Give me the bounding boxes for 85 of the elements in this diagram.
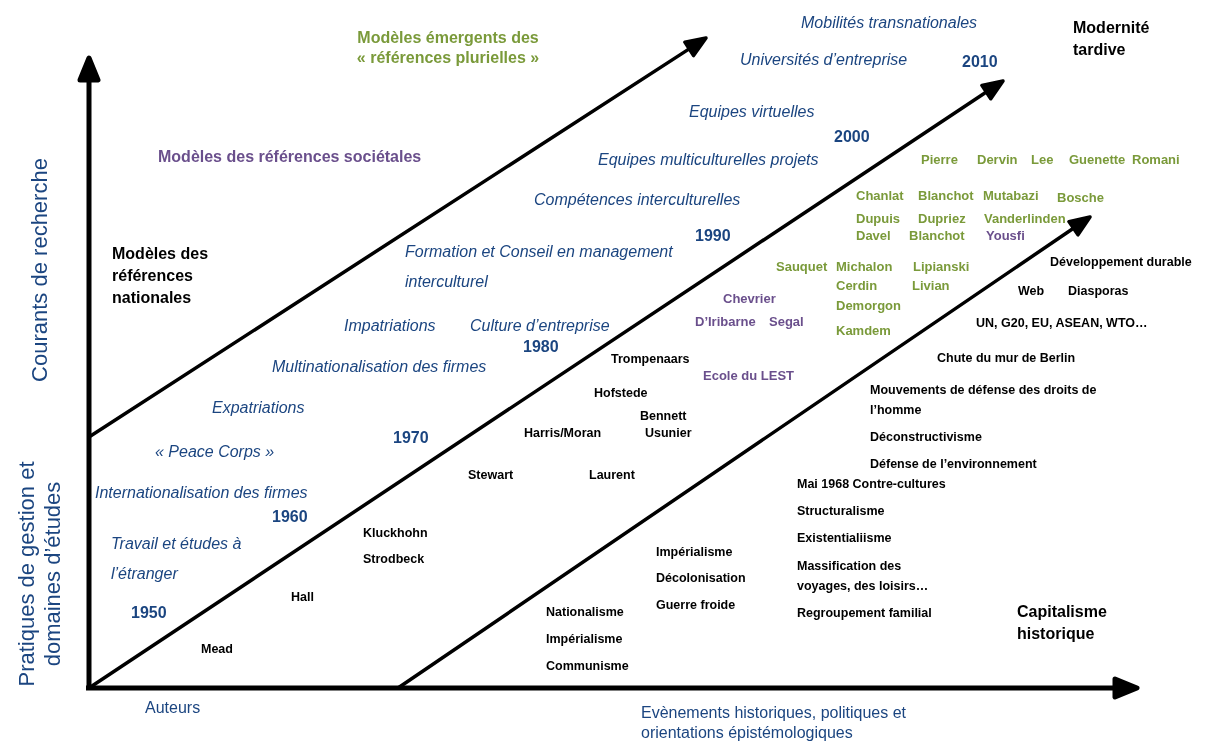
author-label: Sauquet bbox=[776, 259, 828, 276]
author-label: Davel bbox=[856, 228, 891, 245]
author-label: Segal bbox=[769, 314, 804, 331]
event-label: Existentialiisme bbox=[797, 530, 892, 547]
event-label: Structuralisme bbox=[797, 503, 885, 520]
author-label: Romani bbox=[1132, 152, 1180, 169]
author-label: Blanchot bbox=[909, 228, 965, 245]
author-label: Mutabazi bbox=[983, 188, 1039, 205]
event-label: Mouvements de défense des droits de l’homme bbox=[870, 382, 1098, 419]
zone-heading: Modèles des références sociétales bbox=[158, 147, 422, 167]
event-label: Nationalisme bbox=[546, 604, 624, 621]
author-label: Livian bbox=[912, 278, 950, 295]
year-label: 2000 bbox=[834, 127, 870, 147]
author-label: Dupuis bbox=[856, 211, 901, 228]
author-label: Laurent bbox=[589, 467, 635, 484]
axis-title: Pratiques de gestion et domaines d’études bbox=[14, 460, 66, 689]
topic-label: Equipes multiculturelles projets bbox=[598, 150, 819, 170]
event-label: Massification des voyages, des loisirs… bbox=[797, 558, 930, 595]
axis-title: Evènements historiques, politiques et orientations épistémologiques bbox=[641, 703, 908, 743]
event-label: Guerre froide bbox=[656, 597, 736, 614]
event-label: Décolonisation bbox=[656, 570, 746, 587]
zone-heading: Modèles des références nationales bbox=[112, 244, 210, 308]
author-label: Hofstede bbox=[594, 385, 648, 402]
topic-label: Culture d’entreprise bbox=[470, 316, 610, 336]
topic-label: « Peace Corps » bbox=[155, 442, 275, 462]
year-label: 1980 bbox=[523, 337, 559, 357]
topic-label: Mobilités transnationales bbox=[801, 13, 978, 33]
event-label: Diasporas bbox=[1068, 283, 1129, 300]
year-label: 1990 bbox=[695, 226, 731, 246]
author-label: Hall bbox=[291, 589, 314, 606]
event-label: UN, G20, EU, ASEAN, WTO… bbox=[976, 315, 1148, 332]
author-label: Chanlat bbox=[856, 188, 904, 205]
zone-heading: Modernité tardive bbox=[1073, 18, 1151, 60]
zone-heading: Modèles émergents des « références plurielles » bbox=[355, 28, 541, 68]
year-label: 1970 bbox=[393, 428, 429, 448]
author-label: Harris/Moran bbox=[524, 425, 602, 442]
author-label: Blanchot bbox=[918, 188, 974, 205]
topic-label: Travail et études à l’étranger bbox=[111, 534, 243, 584]
author-label: Stewart bbox=[468, 467, 514, 484]
author-label: Yousfi bbox=[986, 228, 1025, 245]
author-label: Chevrier bbox=[723, 291, 776, 308]
author-label: Ecole du LEST bbox=[703, 368, 794, 385]
author-label: Bennett bbox=[640, 408, 687, 425]
author-label: Trompenaars bbox=[611, 351, 690, 368]
event-label: Impérialisme bbox=[546, 631, 623, 648]
topic-label: Formation et Conseil en management interculturel bbox=[405, 242, 674, 292]
year-label: 2010 bbox=[962, 52, 998, 72]
topic-label: Multinationalisation des firmes bbox=[272, 357, 487, 377]
year-label: 1960 bbox=[272, 507, 308, 527]
author-label: Dervin bbox=[977, 152, 1018, 169]
author-label: Cerdin bbox=[836, 278, 878, 295]
author-label: Vanderlinden bbox=[984, 211, 1066, 228]
author-label: Guenette bbox=[1069, 152, 1126, 169]
event-label: Impérialisme bbox=[656, 544, 733, 561]
author-label: Dupriez bbox=[918, 211, 966, 228]
author-label: Kamdem bbox=[836, 323, 891, 340]
author-label: Demorgon bbox=[836, 298, 901, 315]
event-label: Développement durable bbox=[1050, 254, 1192, 271]
event-label: Mai 1968 Contre-cultures bbox=[797, 476, 946, 493]
author-label: Lee bbox=[1031, 152, 1054, 169]
author-label: Kluckhohn bbox=[363, 525, 428, 542]
author-label: Lipianski bbox=[913, 259, 970, 276]
event-label: Regroupement familial bbox=[797, 605, 932, 622]
year-label: 1950 bbox=[131, 603, 167, 623]
topic-label: Equipes virtuelles bbox=[689, 102, 815, 122]
author-label: Strodbeck bbox=[363, 551, 425, 568]
zone-heading: Capitalisme historique bbox=[1017, 602, 1108, 644]
topic-label: Compétences interculturelles bbox=[534, 190, 741, 210]
topic-label: Impatriations bbox=[344, 316, 436, 336]
topic-label: Internationalisation des firmes bbox=[95, 483, 308, 503]
topic-label: Universités d’entreprise bbox=[740, 50, 908, 70]
author-label: Usunier bbox=[645, 425, 692, 442]
event-label: Communisme bbox=[546, 658, 629, 675]
axis-title: Courants de recherche bbox=[27, 158, 53, 382]
event-label: Chute du mur de Berlin bbox=[937, 350, 1076, 367]
event-label: Déconstructivisme bbox=[870, 429, 982, 446]
author-label: Mead bbox=[201, 641, 233, 658]
author-label: Pierre bbox=[921, 152, 958, 169]
event-label: Défense de l’environnement bbox=[870, 456, 1037, 473]
topic-label: Expatriations bbox=[212, 398, 305, 418]
author-label: D’Iribarne bbox=[695, 314, 756, 331]
event-label: Web bbox=[1018, 283, 1045, 300]
author-label: Bosche bbox=[1057, 190, 1104, 207]
author-label: Michalon bbox=[836, 259, 893, 276]
axis-title: Auteurs bbox=[145, 698, 201, 718]
